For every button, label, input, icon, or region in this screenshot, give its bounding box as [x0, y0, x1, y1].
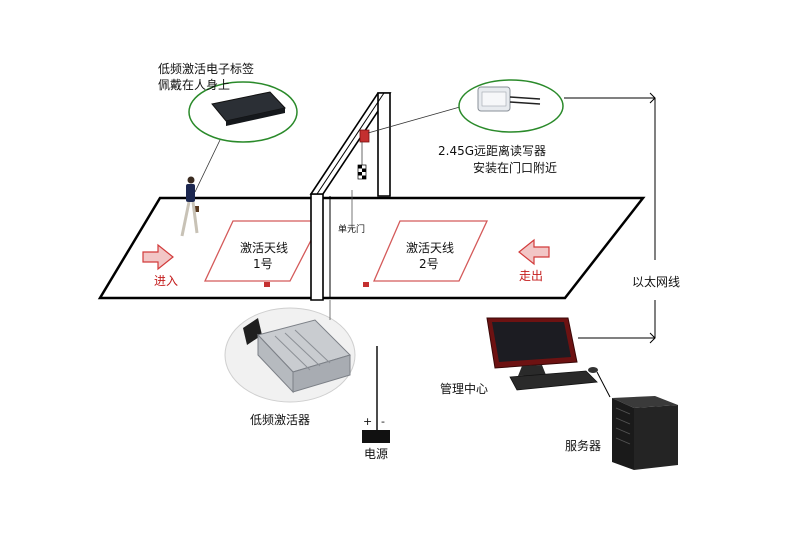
activator-label: 低频激活器	[250, 413, 311, 427]
long-range-reader-icon	[477, 86, 541, 112]
exit-arrow	[518, 238, 550, 266]
monitor-icon	[486, 317, 578, 376]
server-icon	[612, 396, 678, 470]
floor-plane	[97, 196, 646, 300]
door-frame	[309, 92, 392, 301]
ethernet-line	[564, 97, 656, 339]
door-reader-device	[359, 129, 370, 143]
ethernet-label: 以太网线	[632, 275, 681, 289]
reader-label-line1: 2.45G远距离读写器	[438, 144, 547, 158]
antenna-2-area	[373, 220, 489, 282]
antenna-2-label-line2: 2号	[419, 257, 439, 271]
keyboard-icon	[509, 370, 598, 391]
reader-callout-leader	[367, 102, 475, 134]
management-center-label: 管理中心	[440, 382, 489, 396]
door-label: 单元门	[338, 225, 366, 235]
reader-callout	[458, 79, 564, 133]
power-plus-label: +	[363, 415, 373, 428]
reader-label-line2: 安装在门口附近	[473, 161, 558, 175]
tag-label-line2: 佩戴在人身上	[158, 78, 231, 92]
power-supply-icon	[362, 430, 390, 443]
activator-device-icon	[243, 318, 351, 394]
mouse-icon	[588, 367, 598, 373]
door-checker-sign	[357, 164, 367, 180]
tag-label-line1: 低频激活电子标签	[158, 62, 255, 76]
antenna-1-label-line1: 激活天线	[240, 241, 289, 255]
power-label: 电源	[364, 447, 389, 461]
enter-arrow	[142, 243, 174, 271]
power-minus-label: -	[381, 415, 385, 428]
antenna-1-label-line2: 1号	[253, 257, 273, 271]
antenna-1-area	[203, 220, 323, 282]
exit-label: 走出	[519, 269, 544, 283]
enter-label: 进入	[154, 274, 179, 288]
server-label: 服务器	[565, 439, 602, 453]
antenna-2-label-line1: 激活天线	[406, 241, 455, 255]
tag-device-icon	[211, 91, 286, 126]
person-figure	[180, 176, 199, 237]
